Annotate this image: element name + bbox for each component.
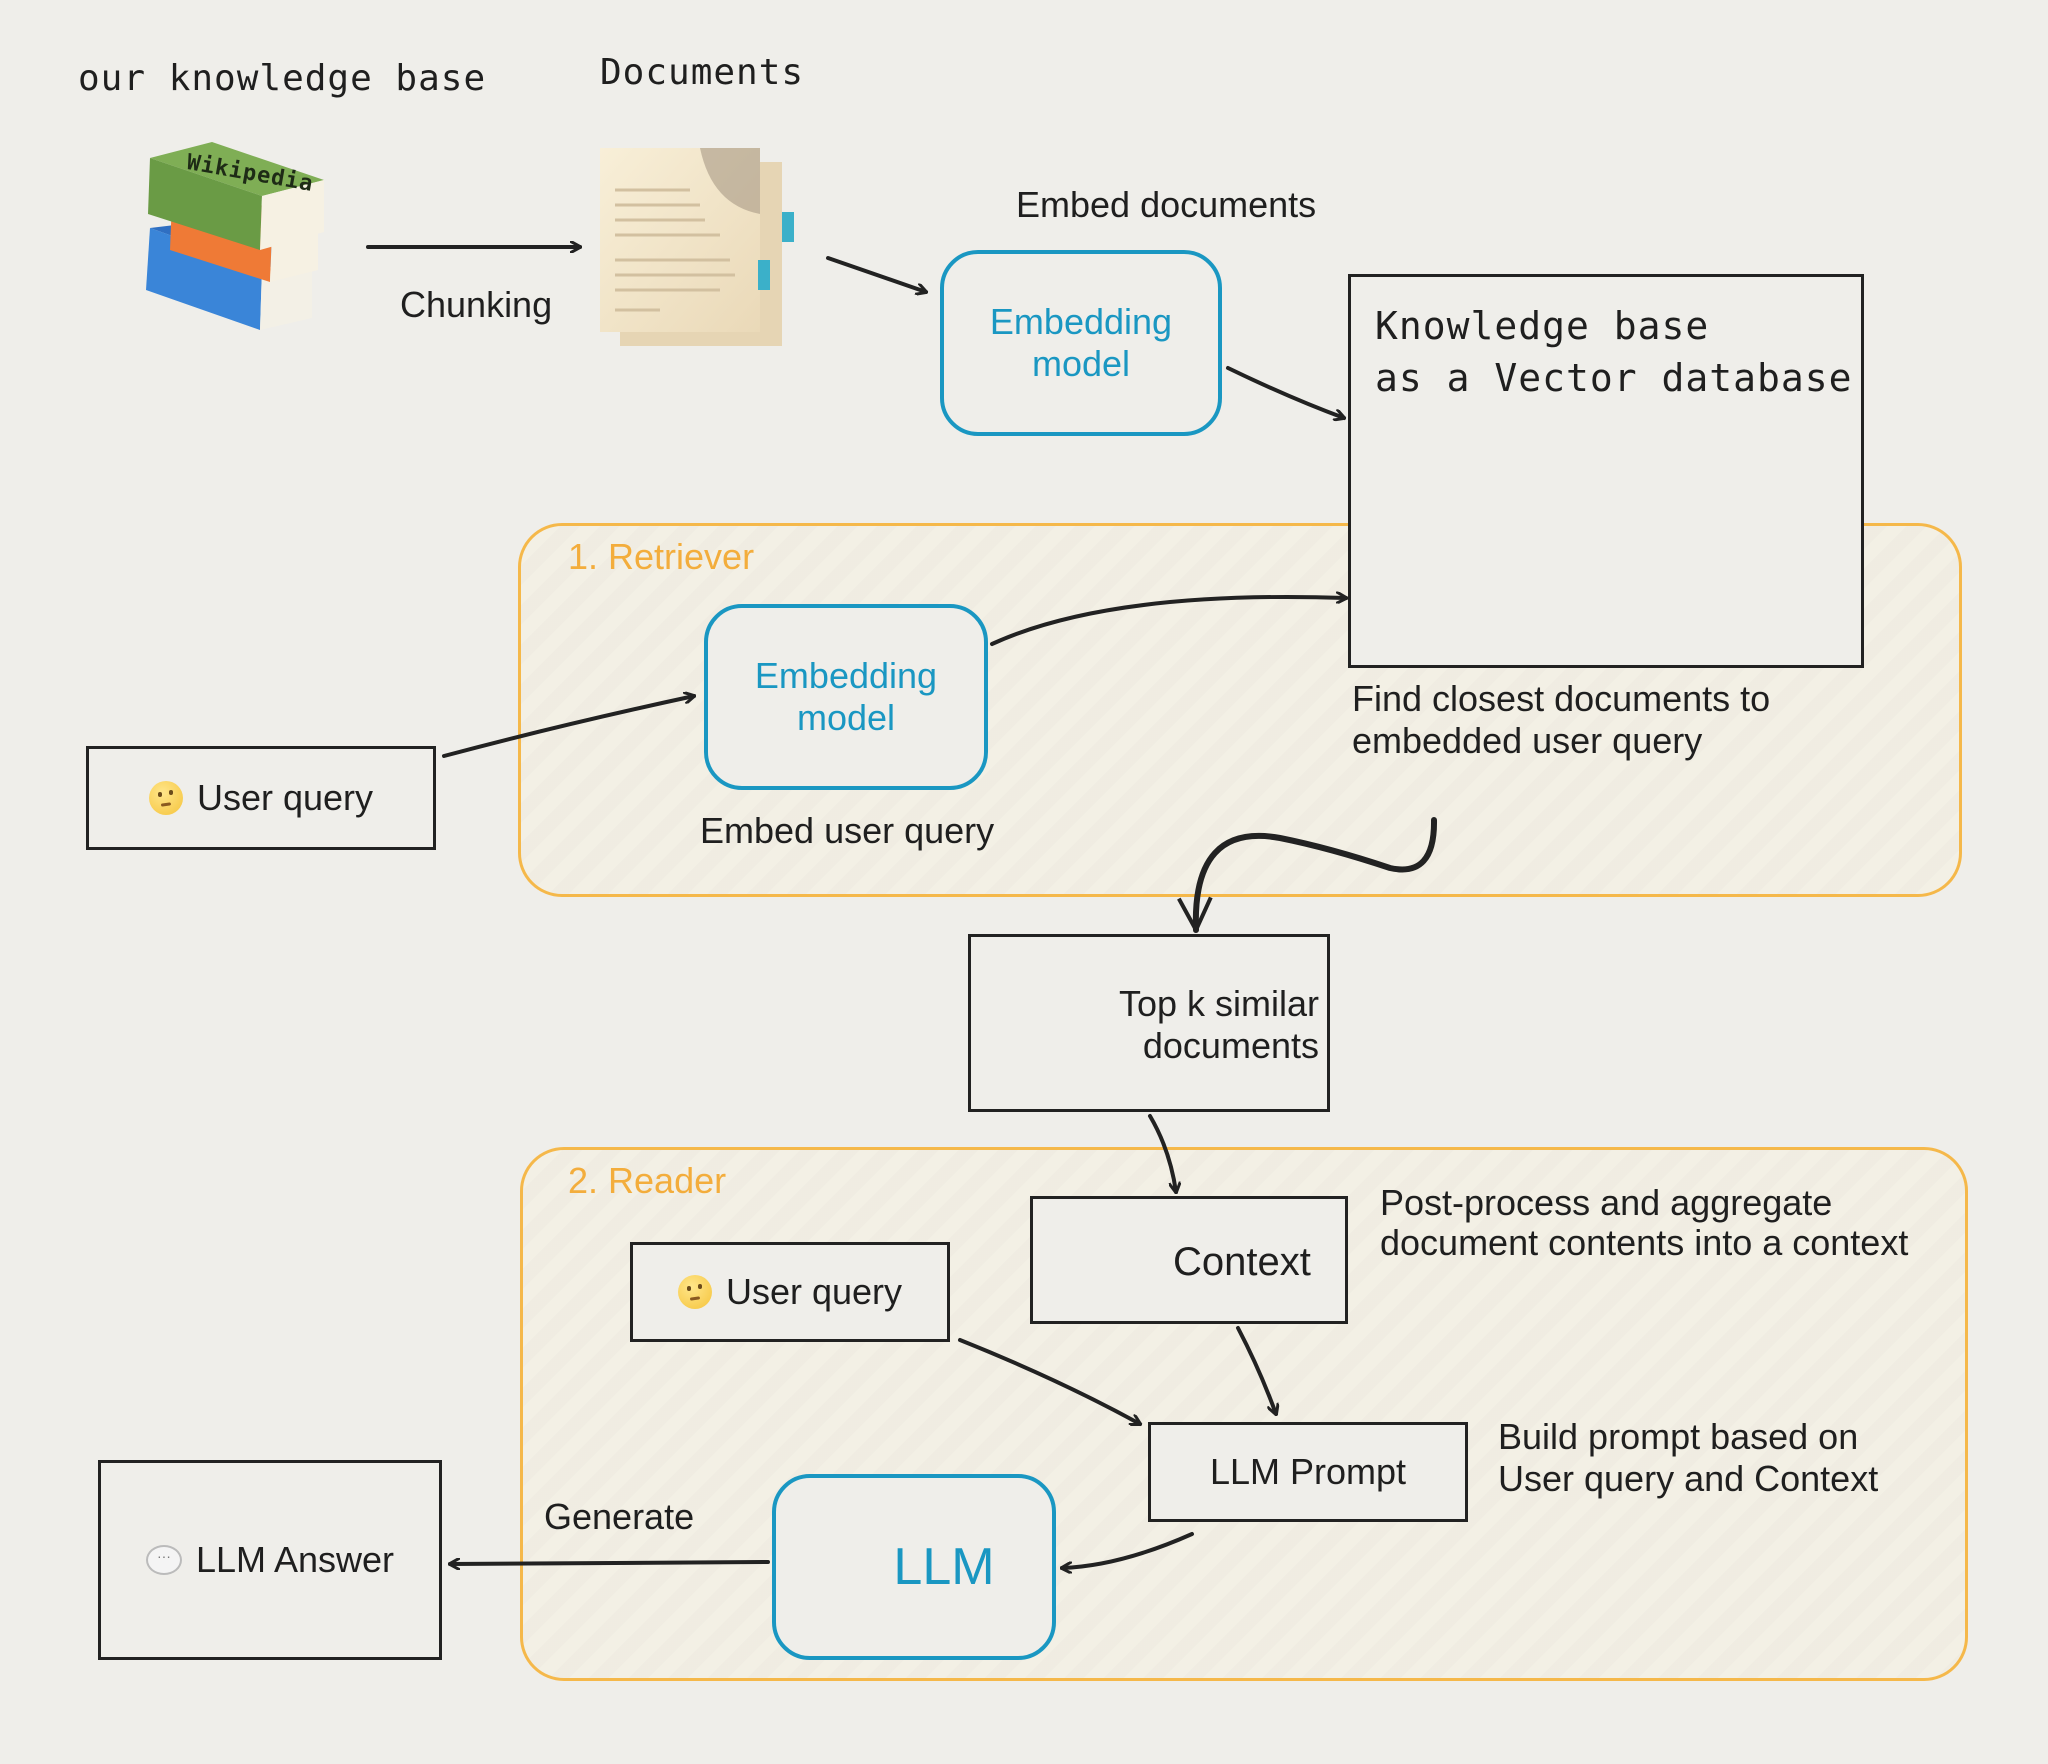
arrow-context-to-prompt <box>1236 1326 1276 1414</box>
speech-bubble-icon: ··· <box>145 1545 182 1575</box>
arrow-embed-to-vdb-search <box>990 597 1346 646</box>
arrow-query-to-prompt <box>958 1338 1140 1426</box>
embedding-model-label-line1: Embedding <box>989 301 1173 342</box>
arrow-docs-to-embed <box>826 256 926 292</box>
user-query-label: User query <box>196 777 374 818</box>
llm-answer-box[interactable]: ··· LLM Answer <box>98 1460 442 1660</box>
embedding-model-query-line2: model <box>796 697 896 738</box>
arrow-prompt-to-llm <box>1062 1532 1194 1568</box>
embedding-model-query-line1: Embedding <box>754 655 938 696</box>
reader-user-query-label: User query <box>725 1271 903 1312</box>
documents-label: Documents <box>600 52 805 93</box>
documents-icon <box>600 148 794 346</box>
vector-db-title-line2: as a Vector database <box>1375 356 1853 400</box>
llm-prompt-label: LLM Prompt <box>1209 1451 1407 1492</box>
chunking-label: Chunking <box>400 284 553 325</box>
llm-answer-label: LLM Answer <box>195 1539 395 1580</box>
build-prompt-line1: Build prompt based on <box>1498 1416 1859 1457</box>
thinking-face-icon <box>148 781 183 815</box>
top-k-documents-box[interactable]: Top k similar documents <box>968 934 1330 1112</box>
embedding-model-label-line2: model <box>1031 343 1131 384</box>
embedding-model-query[interactable]: Embedding model <box>704 604 988 790</box>
context-label: Context <box>1173 1240 1311 1284</box>
top-k-line1: Top k similar <box>1118 983 1319 1024</box>
reader-user-query-box[interactable]: User query <box>630 1242 950 1342</box>
llm-label: LLM <box>893 1538 995 1596</box>
embedding-model-documents[interactable]: Embedding model <box>940 250 1222 436</box>
retriever-label: 1. Retriever <box>568 536 755 577</box>
vector-database-box[interactable]: Knowledge base as a Vector database <box>1348 274 1864 668</box>
find-closest-line1: Find closest documents to <box>1352 678 1771 719</box>
user-query-box[interactable]: User query <box>86 746 436 850</box>
embed-documents-label: Embed documents <box>1016 184 1317 225</box>
arrow-query-to-embed <box>442 696 694 758</box>
books-icon <box>146 142 324 330</box>
thinking-face-icon <box>677 1275 712 1309</box>
build-prompt-line2: User query and Context <box>1498 1458 1879 1499</box>
knowledge-base-label: our knowledge base <box>78 58 487 99</box>
arrow-embed-to-vdb <box>1226 366 1344 418</box>
embed-user-query-label: Embed user query <box>700 810 995 851</box>
arrow-vdb-to-topk <box>1177 817 1438 933</box>
reader-label: 2. Reader <box>568 1160 727 1201</box>
generate-label: Generate <box>544 1496 695 1537</box>
vector-db-title-line1: Knowledge base <box>1375 304 1710 348</box>
context-box[interactable]: Context <box>1030 1196 1348 1324</box>
post-process-line1: Post-process and aggregate <box>1380 1182 1833 1223</box>
llm-prompt-box[interactable]: LLM Prompt <box>1148 1422 1468 1522</box>
find-closest-line2: embedded user query <box>1352 720 1703 761</box>
top-k-line2: documents <box>1142 1025 1319 1066</box>
post-process-line2: document contents into a context <box>1380 1222 1909 1263</box>
arrow-llm-to-answer <box>450 1562 770 1564</box>
llm-box[interactable]: LLM <box>772 1474 1056 1660</box>
arrow-topk-to-context <box>1148 1114 1176 1192</box>
